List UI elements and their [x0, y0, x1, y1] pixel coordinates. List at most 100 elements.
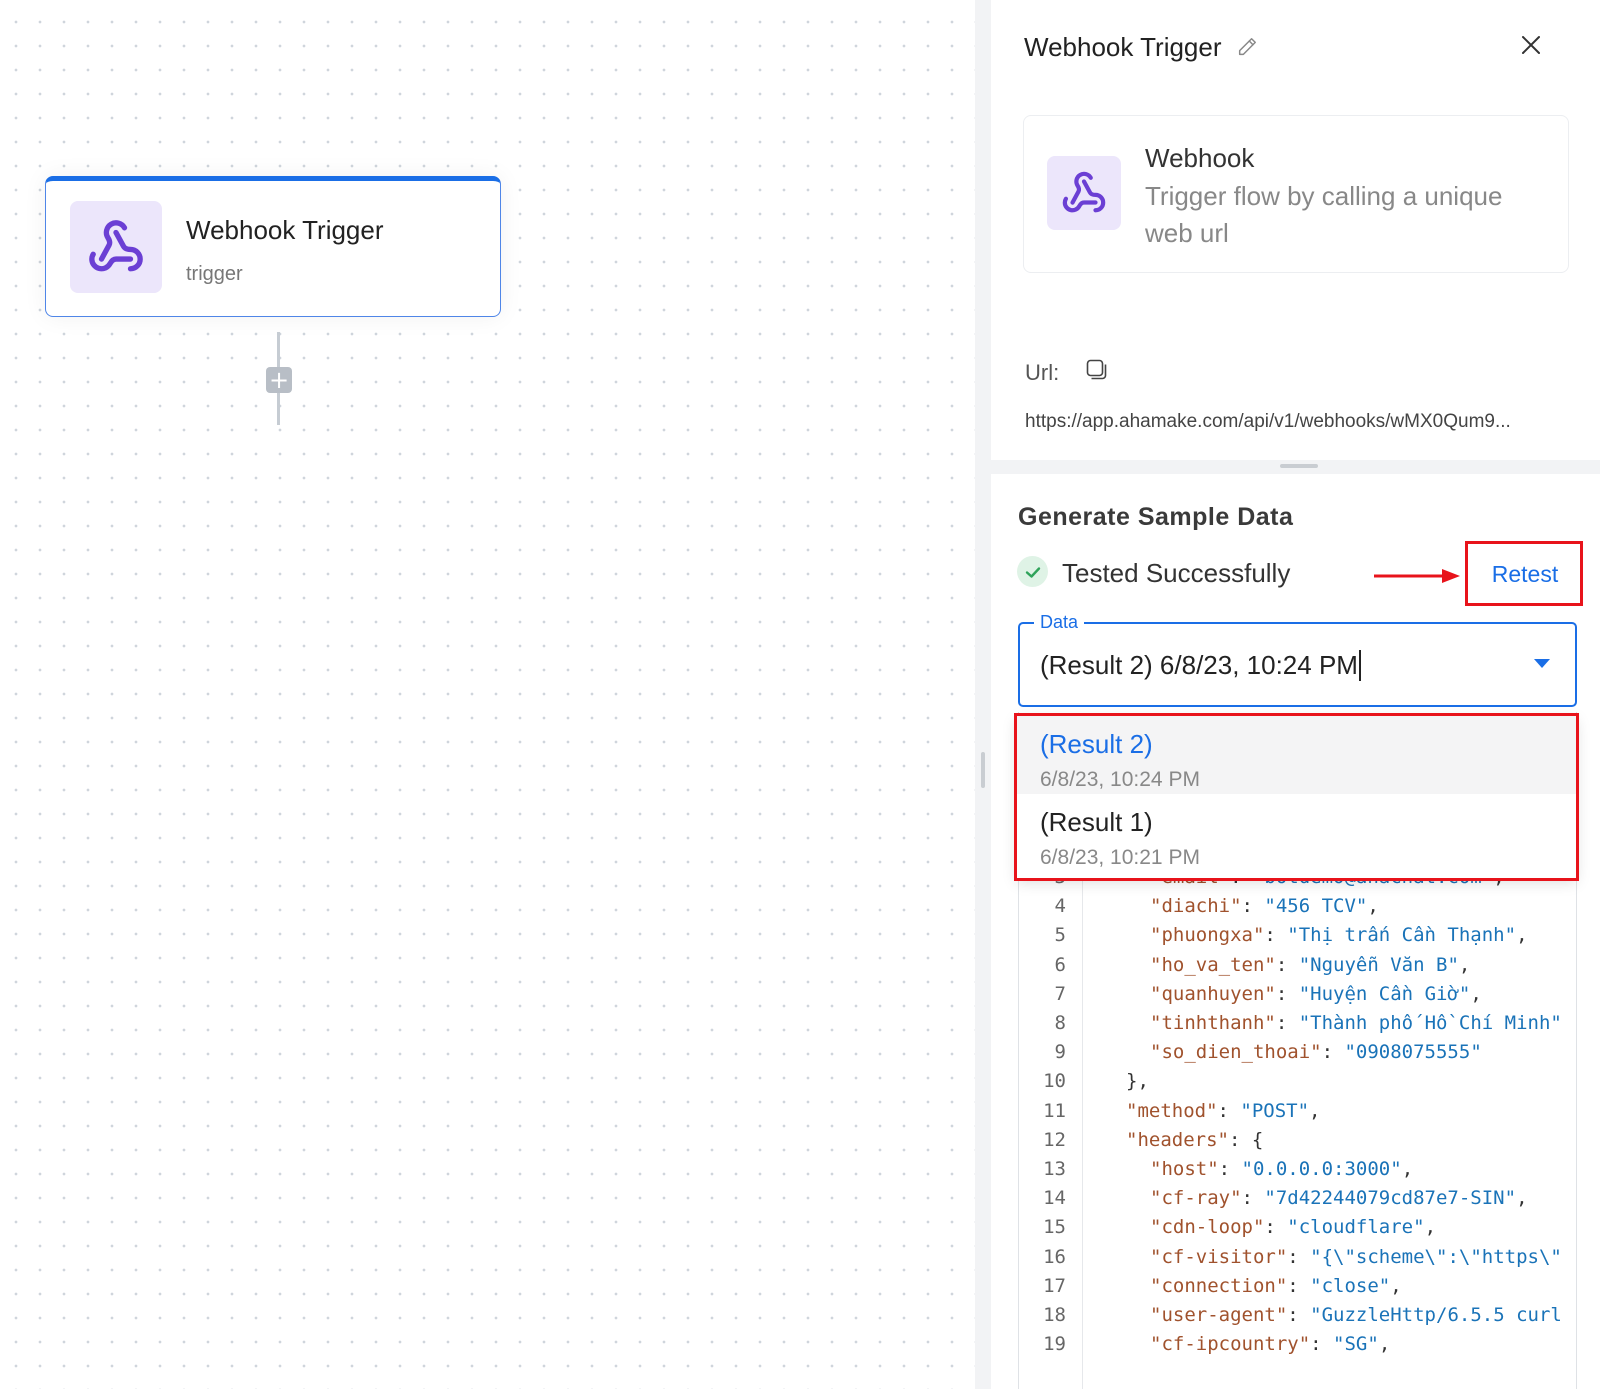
- line-number: 19: [1043, 1333, 1066, 1356]
- copy-icon[interactable]: [1085, 358, 1109, 382]
- line-number: 18: [1043, 1304, 1066, 1326]
- json-punct: ,: [1401, 1158, 1414, 1180]
- code-line: 4"diachi": "456 TCV",: [1018, 891, 1577, 921]
- line-number: 7: [1054, 982, 1066, 1005]
- code-line: 18"user-agent": "GuzzleHttp/6.5.5 curl: [1018, 1300, 1577, 1330]
- code-line: 17"connection": "close",: [1018, 1271, 1577, 1301]
- json-value: "0.0.0.0:3000": [1241, 1158, 1402, 1180]
- json-key: "cdn-loop": [1150, 1216, 1265, 1239]
- splitter-handle[interactable]: [981, 752, 985, 788]
- code-gutter-divider: [1082, 878, 1083, 1389]
- json-punct: {: [1251, 1128, 1264, 1151]
- line-number: 4: [1054, 895, 1066, 918]
- json-key: "method": [1126, 1099, 1218, 1122]
- dropdown-option[interactable]: (Result 1) 6/8/23, 10:21 PM: [1017, 794, 1576, 878]
- json-value: "{\"scheme\":\"https\": [1310, 1245, 1562, 1268]
- json-value: "Huyện Cần Giờ": [1298, 982, 1471, 1005]
- line-number: 10: [1043, 1070, 1066, 1093]
- card-description: Trigger flow by calling a unique web url: [1145, 181, 1503, 248]
- json-key: "connection": [1150, 1274, 1288, 1297]
- code-line: 16"cf-visitor": "{\"scheme\":\"https\": [1018, 1242, 1577, 1272]
- card-icon-container: [1047, 156, 1121, 230]
- json-key: "cf-visitor": [1150, 1245, 1288, 1268]
- line-number: 9: [1054, 1041, 1066, 1064]
- retest-highlight-box: [1465, 541, 1583, 606]
- code-line: 15"cdn-loop": "cloudflare",: [1018, 1212, 1577, 1242]
- caret-down-icon[interactable]: [1533, 658, 1551, 670]
- success-check-icon: [1017, 556, 1048, 587]
- line-number: 17: [1043, 1274, 1066, 1297]
- add-step-button[interactable]: +: [266, 367, 292, 393]
- code-line: 6"ho_va_ten": "Nguyễn Văn B",: [1018, 950, 1577, 980]
- json-punct: ,: [1470, 982, 1482, 1005]
- horizontal-splitter-handle[interactable]: [1280, 464, 1318, 468]
- json-punct: },: [1126, 1070, 1149, 1093]
- json-value: "Thành phố Hồ Chí Minh": [1298, 1012, 1562, 1034]
- code-line: 11"method": "POST",: [1018, 1096, 1577, 1126]
- json-value: "POST": [1240, 1099, 1310, 1122]
- json-key: "host": [1150, 1158, 1219, 1180]
- json-punct: ,: [1367, 895, 1379, 918]
- data-select-value: (Result 2) 6/8/23, 10:24 PM: [1040, 650, 1361, 681]
- code-line: 12"headers": {: [1018, 1125, 1577, 1155]
- json-punct: ,: [1309, 1099, 1321, 1122]
- dropdown-option[interactable]: (Result 2) 6/8/23, 10:24 PM: [1017, 716, 1576, 794]
- code-line: 19"cf-ipcountry": "SG",: [1018, 1329, 1577, 1359]
- json-key: "diachi": [1150, 895, 1242, 918]
- json-punct: ,: [1516, 1187, 1528, 1210]
- card-title: Webhook: [1145, 143, 1255, 173]
- json-key: "ho_va_ten": [1150, 953, 1276, 976]
- panel-title: Webhook Trigger: [1024, 32, 1222, 62]
- json-value: "Nguyễn Văn B": [1298, 953, 1459, 976]
- option-label: (Result 1): [1040, 807, 1153, 837]
- section-title: Generate Sample Data: [1018, 503, 1294, 531]
- json-value: "0908075555": [1344, 1041, 1482, 1064]
- line-number: 16: [1043, 1245, 1066, 1268]
- json-key: "tinhthanh": [1150, 1012, 1276, 1034]
- json-value: "Thị trấn Cần Thạnh": [1287, 924, 1517, 947]
- json-key: "headers": [1126, 1128, 1229, 1151]
- line-number: 11: [1043, 1099, 1066, 1122]
- data-select-label: Data: [1034, 612, 1085, 633]
- json-value: "close": [1310, 1274, 1391, 1297]
- code-line: 10},: [1018, 1066, 1577, 1096]
- code-line: 7"quanhuyen": "Huyện Cần Giờ",: [1018, 979, 1577, 1009]
- close-icon[interactable]: [1521, 35, 1541, 55]
- line-number: 12: [1043, 1128, 1066, 1151]
- webhook-trigger-node[interactable]: Webhook Trigger trigger: [45, 176, 501, 317]
- url-label: Url:: [1025, 360, 1060, 385]
- retest-button[interactable]: Retest: [1480, 555, 1570, 593]
- line-number: 8: [1054, 1012, 1066, 1034]
- node-icon-container: [70, 201, 162, 293]
- node-title: Webhook Trigger: [186, 215, 384, 245]
- code-line: 14"cf-ray": "7d42244079cd87e7-SIN",: [1018, 1183, 1577, 1213]
- webhook-url[interactable]: https://app.ahamake.com/api/v1/webhooks/…: [1025, 411, 1511, 432]
- webhook-icon: [89, 220, 143, 272]
- line-number: 13: [1043, 1158, 1066, 1180]
- json-value: "456 TCV": [1264, 895, 1368, 918]
- data-select[interactable]: [1018, 622, 1577, 707]
- code-line: 9"so_dien_thoai": "0908075555": [1018, 1037, 1577, 1067]
- code-line: 13"host": "0.0.0.0:3000",: [1018, 1154, 1577, 1184]
- json-value: "GuzzleHttp/6.5.5 curl: [1310, 1304, 1562, 1326]
- line-number: 5: [1054, 924, 1066, 947]
- json-key: "cf-ray": [1150, 1187, 1242, 1210]
- json-punct: ,: [1378, 1333, 1391, 1356]
- json-value: "SG": [1333, 1333, 1379, 1356]
- json-key: "phuongxa": [1150, 924, 1265, 947]
- json-punct: ,: [1390, 1274, 1402, 1297]
- pencil-icon[interactable]: [1236, 36, 1258, 58]
- json-key: "cf-ipcountry": [1150, 1333, 1311, 1356]
- json-key: "so_dien_thoai": [1150, 1041, 1322, 1064]
- plus-icon: +: [268, 366, 290, 394]
- line-number: 14: [1043, 1187, 1066, 1210]
- code-line: 5"phuongxa": "Thị trấn Cần Thạnh",: [1018, 920, 1577, 950]
- test-status-text: Tested Successfully: [1062, 558, 1291, 588]
- dropdown-highlight-box: [1014, 713, 1579, 881]
- json-value: "7d42244079cd87e7-SIN": [1264, 1187, 1517, 1210]
- json-punct: ,: [1458, 953, 1471, 976]
- line-number: 6: [1054, 953, 1066, 976]
- json-key: "user-agent": [1150, 1304, 1288, 1326]
- vertical-splitter[interactable]: [975, 0, 991, 1389]
- option-date: 6/8/23, 10:21 PM: [1040, 846, 1200, 869]
